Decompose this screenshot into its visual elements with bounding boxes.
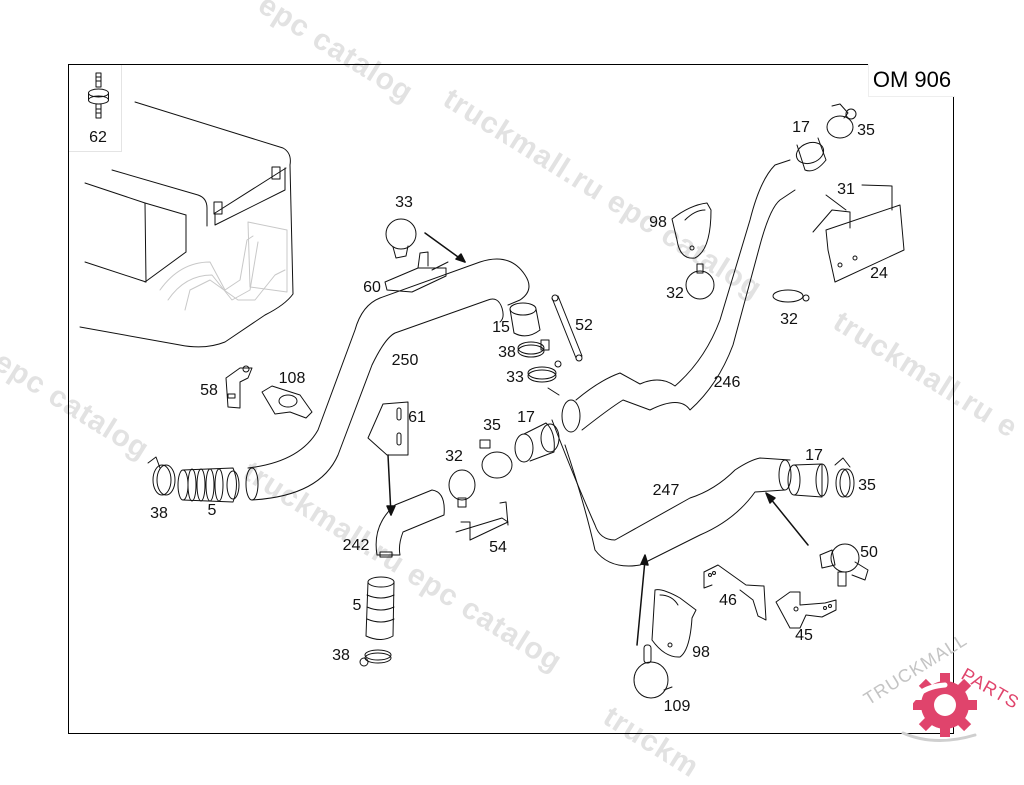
hose-sleeve-icon [795,137,827,172]
callout-17[interactable]: 17 [517,409,535,426]
callout-24[interactable]: 24 [870,265,888,282]
callout-108[interactable]: 108 [278,370,306,387]
callout-33[interactable]: 33 [395,194,413,211]
hose-clamp-icon [147,456,176,496]
logo-text-parts: PARTS [958,664,1023,714]
charge-air-pipe-250 [245,258,530,501]
callout-242[interactable]: 242 [342,537,370,554]
hose-clamp-icon [772,289,810,303]
callout-35[interactable]: 35 [858,477,876,494]
callout-54[interactable]: 54 [489,539,507,556]
callout-35[interactable]: 35 [857,122,875,139]
bracket-icon [455,501,509,541]
callout-45[interactable]: 45 [795,627,813,644]
callout-62[interactable]: 62 [89,129,107,146]
elbow-pipe-icon [375,489,445,558]
hose-clamp-icon [826,103,857,139]
parts-drawing [79,72,977,743]
corrugated-hose-icon [177,467,240,503]
gear-icon [901,673,977,743]
callout-50[interactable]: 50 [860,544,878,561]
clamp-icon [633,644,673,699]
callout-33[interactable]: 33 [506,369,524,386]
callout-31[interactable]: 31 [837,181,855,198]
charge-air-pipe-246 [547,159,796,433]
engine-model-label: OM 906 [868,64,955,97]
callout-250[interactable]: 250 [391,352,419,369]
callout-38[interactable]: 38 [150,505,168,522]
hose-sleeve-icon [787,463,829,498]
callout-98[interactable]: 98 [649,214,667,231]
callout-46[interactable]: 46 [719,592,737,609]
bracket-icon [703,564,767,621]
arrow-pointer [424,232,466,263]
callout-61[interactable]: 61 [408,409,426,426]
callout-98[interactable]: 98 [692,644,710,661]
bracket-icon [775,591,837,629]
hose-sleeve-icon [514,422,560,463]
logo: TRUCKMALL PARTS [858,629,1024,750]
diagram-frame [68,64,954,734]
callout-5[interactable]: 5 [207,502,217,519]
hose-clamp-icon [359,649,392,667]
strut-icon [551,294,583,362]
cab-outline [79,101,294,348]
hanger-bracket-icon [651,589,697,658]
callout-247[interactable]: 247 [652,482,680,499]
hose-clamp-icon [834,457,855,498]
support-bracket-icon [812,184,905,283]
callout-38[interactable]: 38 [498,344,516,361]
bracket-icon [225,365,253,409]
hanger-bracket-icon [671,202,712,259]
callout-32[interactable]: 32 [780,311,798,328]
callout-32[interactable]: 32 [666,285,684,302]
clamp-icon [685,263,715,300]
hose-sleeve-icon [509,302,541,337]
pipe-clamp-icon [261,385,313,419]
arrow-pointer [636,554,649,646]
bracket-icon [384,251,449,293]
callout-52[interactable]: 52 [575,317,593,334]
callout-60[interactable]: 60 [363,279,381,296]
callout-58[interactable]: 58 [200,382,218,399]
callout-35[interactable]: 35 [483,417,501,434]
bracket-icon [367,401,409,456]
arrow-pointer [765,492,809,546]
clamp-icon [448,469,476,508]
pipe-clamp-icon [819,543,869,587]
callout-5[interactable]: 5 [352,597,362,614]
hose-clamp-icon [517,339,550,358]
callout-17[interactable]: 17 [792,119,810,136]
inset-part-62 [69,65,122,152]
hose-clamp-icon [527,360,562,383]
clamp-icon [385,218,417,259]
callout-32[interactable]: 32 [445,448,463,465]
callout-109[interactable]: 109 [663,698,691,715]
corrugated-hose-icon [365,576,395,640]
callout-246[interactable]: 246 [713,374,741,391]
rubber-mount-icon [88,72,109,119]
callout-15[interactable]: 15 [492,319,510,336]
callout-17[interactable]: 17 [805,447,823,464]
charge-air-pipe-247 [551,419,792,567]
callout-38[interactable]: 38 [332,647,350,664]
hose-clamp-icon [479,439,513,479]
